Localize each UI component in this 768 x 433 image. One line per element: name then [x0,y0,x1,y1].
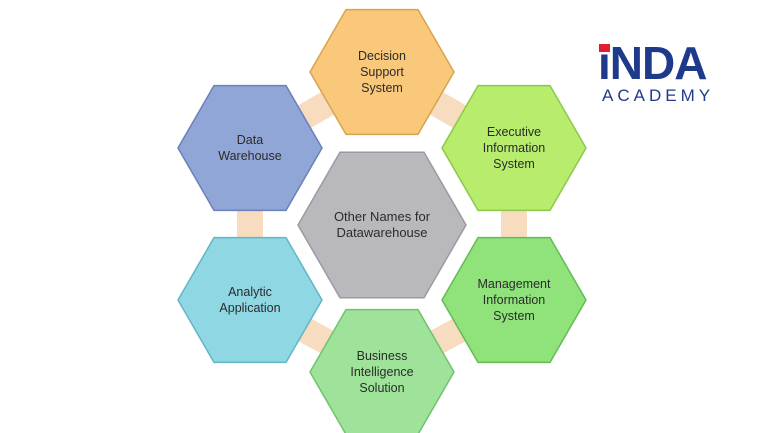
management-information-system-label: Management Information System [477,276,551,323]
center-hexagon [297,151,467,299]
analytic-application-hexagon [177,236,323,364]
logo-letters-nda: NDA [609,37,708,89]
business-intelligence-solution-label: Business Intelligence Solution [350,348,414,395]
data-warehouse-hexagon [177,84,323,212]
decision-support-system-label: Decision Support System [358,48,406,95]
logo-accent-dot [599,44,610,52]
logo-letter-i: i [598,37,611,89]
executive-information-system-label: Executive Information System [482,124,546,171]
hexagon-layer [177,8,587,433]
business-intelligence-solution-hexagon [309,308,455,433]
executive-information-system-hexagon [441,84,587,212]
logo-subtitle: ACADEMY [602,86,715,105]
decision-support-system-hexagon [309,8,455,136]
analytic-application-label: Analytic Application [219,284,281,315]
center-label: Other Names for Datawarehouse [333,208,431,240]
data-warehouse-label: Data Warehouse [218,132,282,163]
management-information-system-hexagon [441,236,587,364]
